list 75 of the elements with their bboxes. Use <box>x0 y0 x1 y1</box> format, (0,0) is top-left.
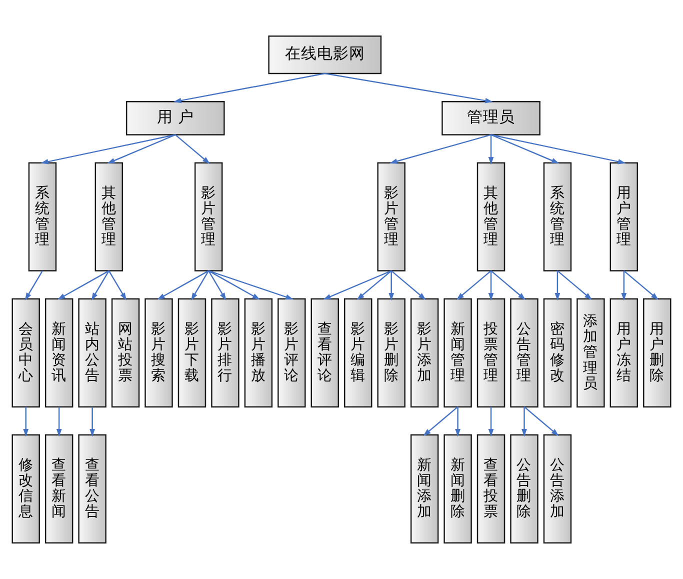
arrow <box>323 270 392 300</box>
arrow <box>57 270 110 300</box>
node-box: 影片管理 <box>377 162 406 272</box>
node-box: 公告添加 <box>543 434 572 544</box>
arrow <box>522 406 527 437</box>
node-box: 影片添加 <box>410 298 439 408</box>
node-box: 会员中心 <box>12 298 40 408</box>
node-box: 在线电影网 <box>268 36 382 74</box>
node-box: 其他管理 <box>94 162 124 272</box>
arrow <box>455 406 460 437</box>
arrow <box>490 134 626 164</box>
node-box: 密码修改 <box>543 298 572 408</box>
node-box: 查看公告 <box>78 434 106 544</box>
arrow <box>490 270 526 300</box>
arrow <box>488 270 494 301</box>
arrow <box>108 270 126 300</box>
arrow <box>390 134 492 164</box>
node-box: 修改信息 <box>12 434 40 544</box>
arrow <box>174 134 210 164</box>
arrow <box>324 72 493 104</box>
arrow <box>23 406 29 437</box>
node-box: 新闻添加 <box>410 434 439 544</box>
node-box: 公告删除 <box>510 434 538 544</box>
node-box: 其他管理 <box>476 162 506 272</box>
arrow <box>90 406 95 437</box>
node-box: 影片搜索 <box>144 298 173 408</box>
node-box: 影片删除 <box>377 298 406 408</box>
arrow <box>356 270 392 300</box>
node-box: 查看投票 <box>476 434 506 544</box>
arrow <box>208 270 226 300</box>
node-box: 添加管理员 <box>576 298 605 408</box>
node-box: 系统管理 <box>543 162 572 272</box>
node-box: 用户管理 <box>610 162 638 272</box>
node-box: 影片排行 <box>211 298 240 408</box>
arrow <box>524 406 559 436</box>
node-box: 用户删除 <box>643 298 672 408</box>
arrow <box>490 134 560 164</box>
arrow <box>191 270 210 300</box>
node-box: 投票管理 <box>476 298 506 408</box>
node-box: 网站投票 <box>111 298 140 408</box>
arrow <box>107 134 176 164</box>
node-box: 用 户 <box>126 100 225 136</box>
node-box: 影片编辑 <box>344 298 372 408</box>
node-box: 查看评论 <box>310 298 339 408</box>
node-box: 用户冻结 <box>610 298 638 408</box>
arrow <box>488 134 494 165</box>
arrow <box>40 134 176 164</box>
node-box: 系统管理 <box>28 162 57 272</box>
arrow <box>56 406 62 437</box>
node-box: 新闻删除 <box>444 434 472 544</box>
node-box: 影片评论 <box>278 298 306 408</box>
node-box: 新闻管理 <box>444 298 472 408</box>
node-box: 查看新闻 <box>44 434 74 544</box>
node-box: 影片管理 <box>194 162 223 272</box>
arrow <box>174 72 325 104</box>
arrow <box>208 270 260 300</box>
arrow <box>390 270 426 300</box>
arrow <box>621 270 627 301</box>
arrow <box>208 270 294 300</box>
arrow <box>488 406 494 437</box>
arrow <box>554 270 560 301</box>
node-box: 站内公告 <box>78 298 106 408</box>
node-box: 新闻资讯 <box>44 298 74 408</box>
arrow <box>24 270 43 300</box>
node-box: 公告管理 <box>510 298 538 408</box>
node-box: 影片下载 <box>178 298 206 408</box>
arrow <box>624 270 659 300</box>
node-box: 影片播放 <box>244 298 273 408</box>
arrow <box>423 406 458 436</box>
arrow <box>388 270 394 301</box>
arrow <box>557 270 592 300</box>
node-box: 管理员 <box>442 100 540 136</box>
arrow <box>157 270 209 300</box>
arrow <box>456 270 492 300</box>
arrow <box>91 270 110 300</box>
